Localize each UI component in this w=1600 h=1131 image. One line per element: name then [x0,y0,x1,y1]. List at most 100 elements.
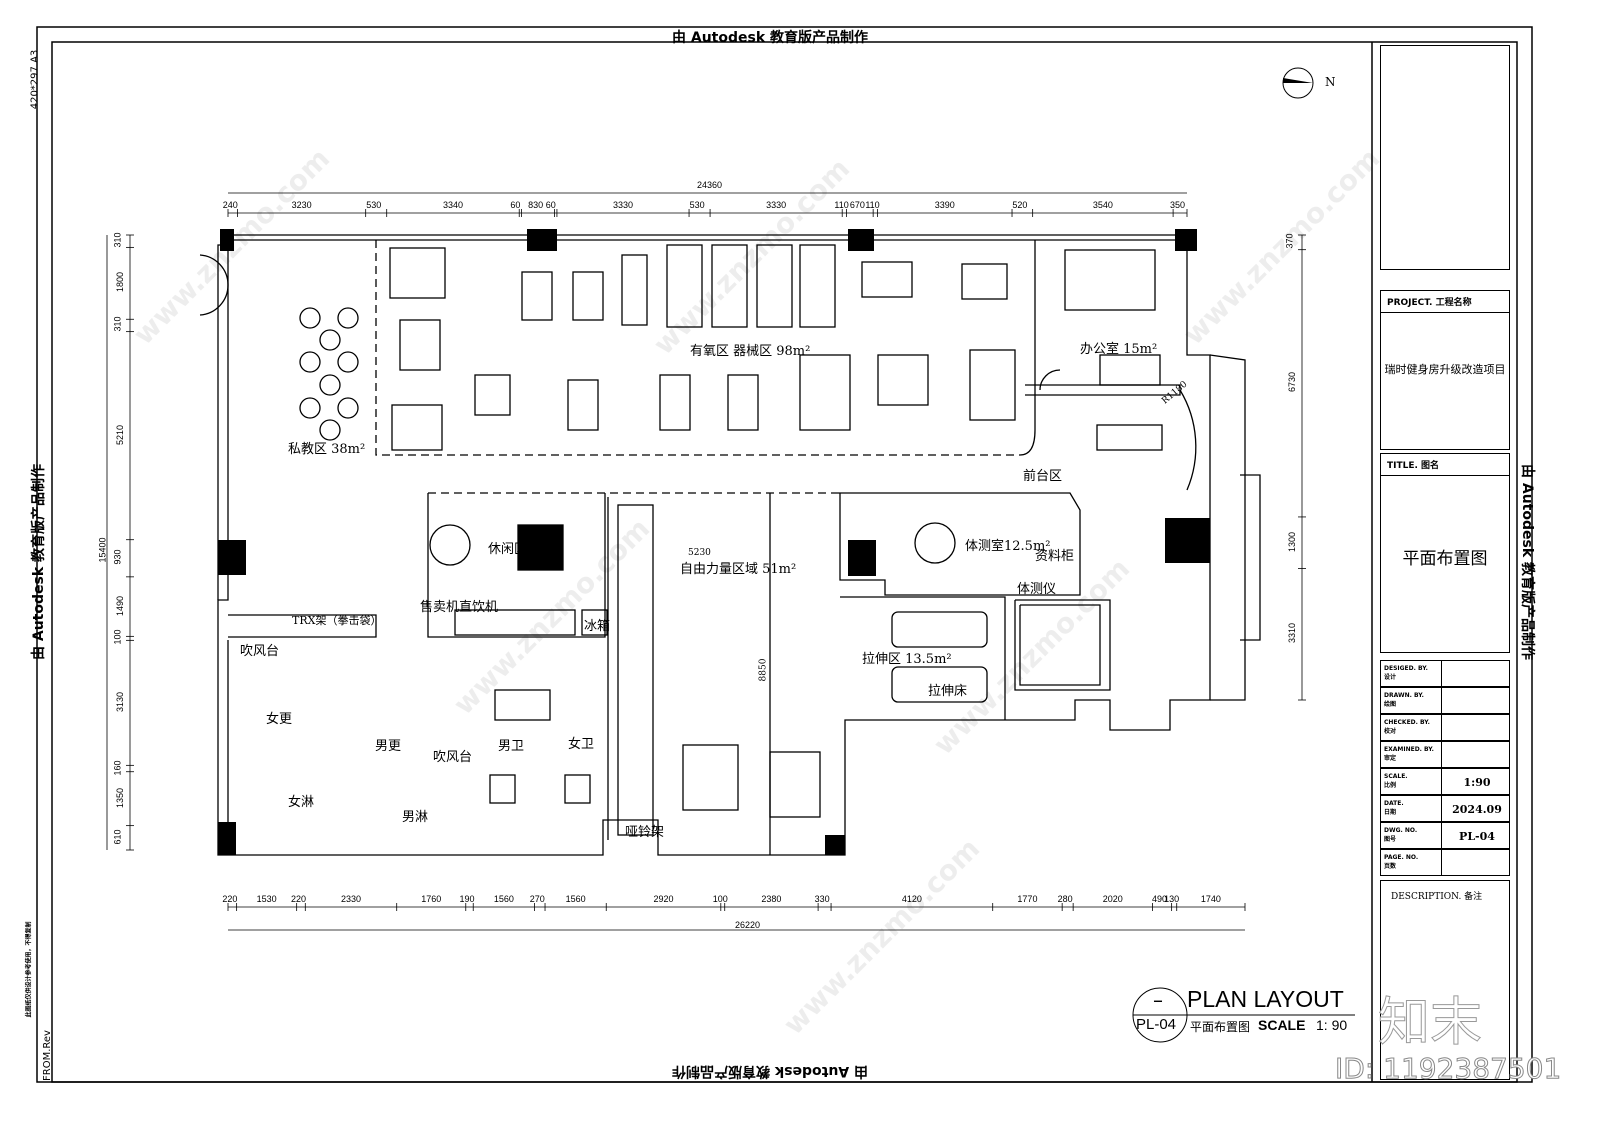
title-block-row: CHECKED. BY. 校对 [1380,714,1510,741]
room-female-wc: 女卫 [568,737,595,752]
plan-title-en: PLAN LAYOUT [1187,986,1344,1012]
plan-scale-label: SCALE [1258,1017,1306,1033]
dimension-value: 130 [1164,894,1180,904]
title-block-row: EXAMINED. BY.审定 [1380,741,1510,768]
plan-title-cn: 平面布置图 [1190,1020,1251,1034]
row-key-en: DATE. [1384,800,1404,807]
watermark-logo: 知末 [1377,993,1483,1054]
row-key-cn: 绘图 [1384,701,1397,708]
row-value [1441,715,1512,740]
plan-scale-value: 1: 90 [1316,1017,1348,1033]
dimension-value: 3540 [1092,200,1113,210]
dimension-value: 1560 [565,894,586,904]
row-value: 1:90 [1441,769,1512,794]
title-block-row: DESIGED. BY.设计 [1380,660,1510,687]
dimension-value: 220 [290,894,306,904]
dimension-value: 3130 [115,691,126,712]
dimension-value: 1530 [256,894,277,904]
dimension-value: 5210 [115,424,126,445]
row-value [1441,661,1512,686]
row-value [1441,742,1512,767]
dimension-value: 310 [112,232,123,248]
dimension-value: 6730 [1287,372,1298,393]
dim-top-total: 24360 [697,180,723,190]
project-header: PROJECT. 工程名称 [1381,291,1509,313]
row-key-cn: 图号 [1384,836,1397,843]
room-cardio: 有氧区 器械区 98m² [690,344,811,359]
dimension-value: 530 [366,200,382,210]
title-block-logo-box [1380,45,1510,270]
room-male-wc: 男卫 [498,739,525,754]
dimension-value: 520 [1012,200,1028,210]
room-female-change: 女更 [266,712,293,727]
row-key-en: SCALE. [1384,773,1408,780]
dimension-value: 220 [222,894,238,904]
row-key-en: EXAMINED. BY. [1384,746,1434,753]
label-stretch-bed: 拉伸床 [928,684,968,699]
dimension-value: 3310 [1287,623,1298,644]
dimension-value: 240 [222,200,238,210]
stool [337,397,359,419]
dimension-value: 490 [1152,894,1168,904]
dimension-value: 830 [528,200,544,210]
project-name: 瑞时健身房升级改造项目 [1384,363,1506,376]
row-key-en: CHECKED. BY. [1384,719,1430,726]
edu-banner-left: 由 Autodesk 教育版产品制作 [31,463,48,661]
plan-title-symbol [1132,987,1355,1043]
dimension-value: 100 [112,629,123,645]
row-key-cn: 设计 [1384,674,1397,681]
room-male-change: 男更 [375,739,402,754]
dimension-value: 100 [712,894,728,904]
title-block-row: DRAWN. BY. 绘图 [1380,687,1510,714]
dimension-value: 3330 [766,200,787,210]
from-rev: FROM.Rev [41,1030,53,1081]
stool [319,374,341,396]
edu-banner-bottom: 由 Autodesk 教育版产品制作 [672,1063,869,1079]
row-key: DRAWN. BY. 绘图 [1384,691,1439,709]
dimension-value: 1770 [1017,894,1038,904]
label-dryer-m: 吹风台 [433,750,473,765]
row-value [1441,850,1512,875]
dimension-value: 3230 [291,200,312,210]
row-key: PAGE. NO.页数 [1384,853,1439,871]
label-trx: TRX架（拳击袋） [292,614,382,627]
row-key: DWG. NO. 图号 [1384,826,1439,844]
dimension-value: 1560 [493,894,514,904]
stool [337,351,359,373]
title-box: TITLE. 图名 平面布置图 [1380,453,1510,653]
dimension-value: 3330 [612,200,634,210]
dimension-value: 670 [849,200,865,210]
dimension-value: 190 [459,894,475,904]
dimension-value: 1490 [115,595,126,616]
row-key-en: DRAWN. BY. [1384,692,1424,699]
stool [319,329,341,351]
row-key-cn: 页数 [1384,863,1397,870]
plan-title-code: PL-04 [1136,1016,1177,1033]
row-key-cn: 校对 [1384,728,1397,735]
dimension-value: 2920 [653,894,674,904]
label-body-meter: 体测仪 [1017,582,1057,597]
row-key: DATE.日期 [1384,799,1439,817]
dimension-value: 3340 [442,200,463,210]
watermark-id: ID: 1192387501 [1334,1052,1562,1086]
dimension-value: 530 [689,200,705,210]
side-note: 此图纸仅供设计参考使用，不得复制 [25,921,33,1018]
dim-left-total: 15400 [97,537,108,563]
dim-free-width: 5230 [688,548,711,558]
drawing-title: 平面布置图 [1402,549,1488,569]
row-key-en: DWG. NO. [1384,827,1418,834]
dimension-value: 1300 [1287,531,1298,552]
north-label: N [1325,75,1336,89]
row-key: DESIGED. BY.设计 [1384,664,1439,682]
stool [337,307,359,329]
dimension-value: 1740 [1200,894,1221,904]
row-value: 2024.09 [1441,796,1512,821]
room-reception: 前台区 [1023,469,1063,484]
room-lounge: 休闲区 [488,542,528,557]
